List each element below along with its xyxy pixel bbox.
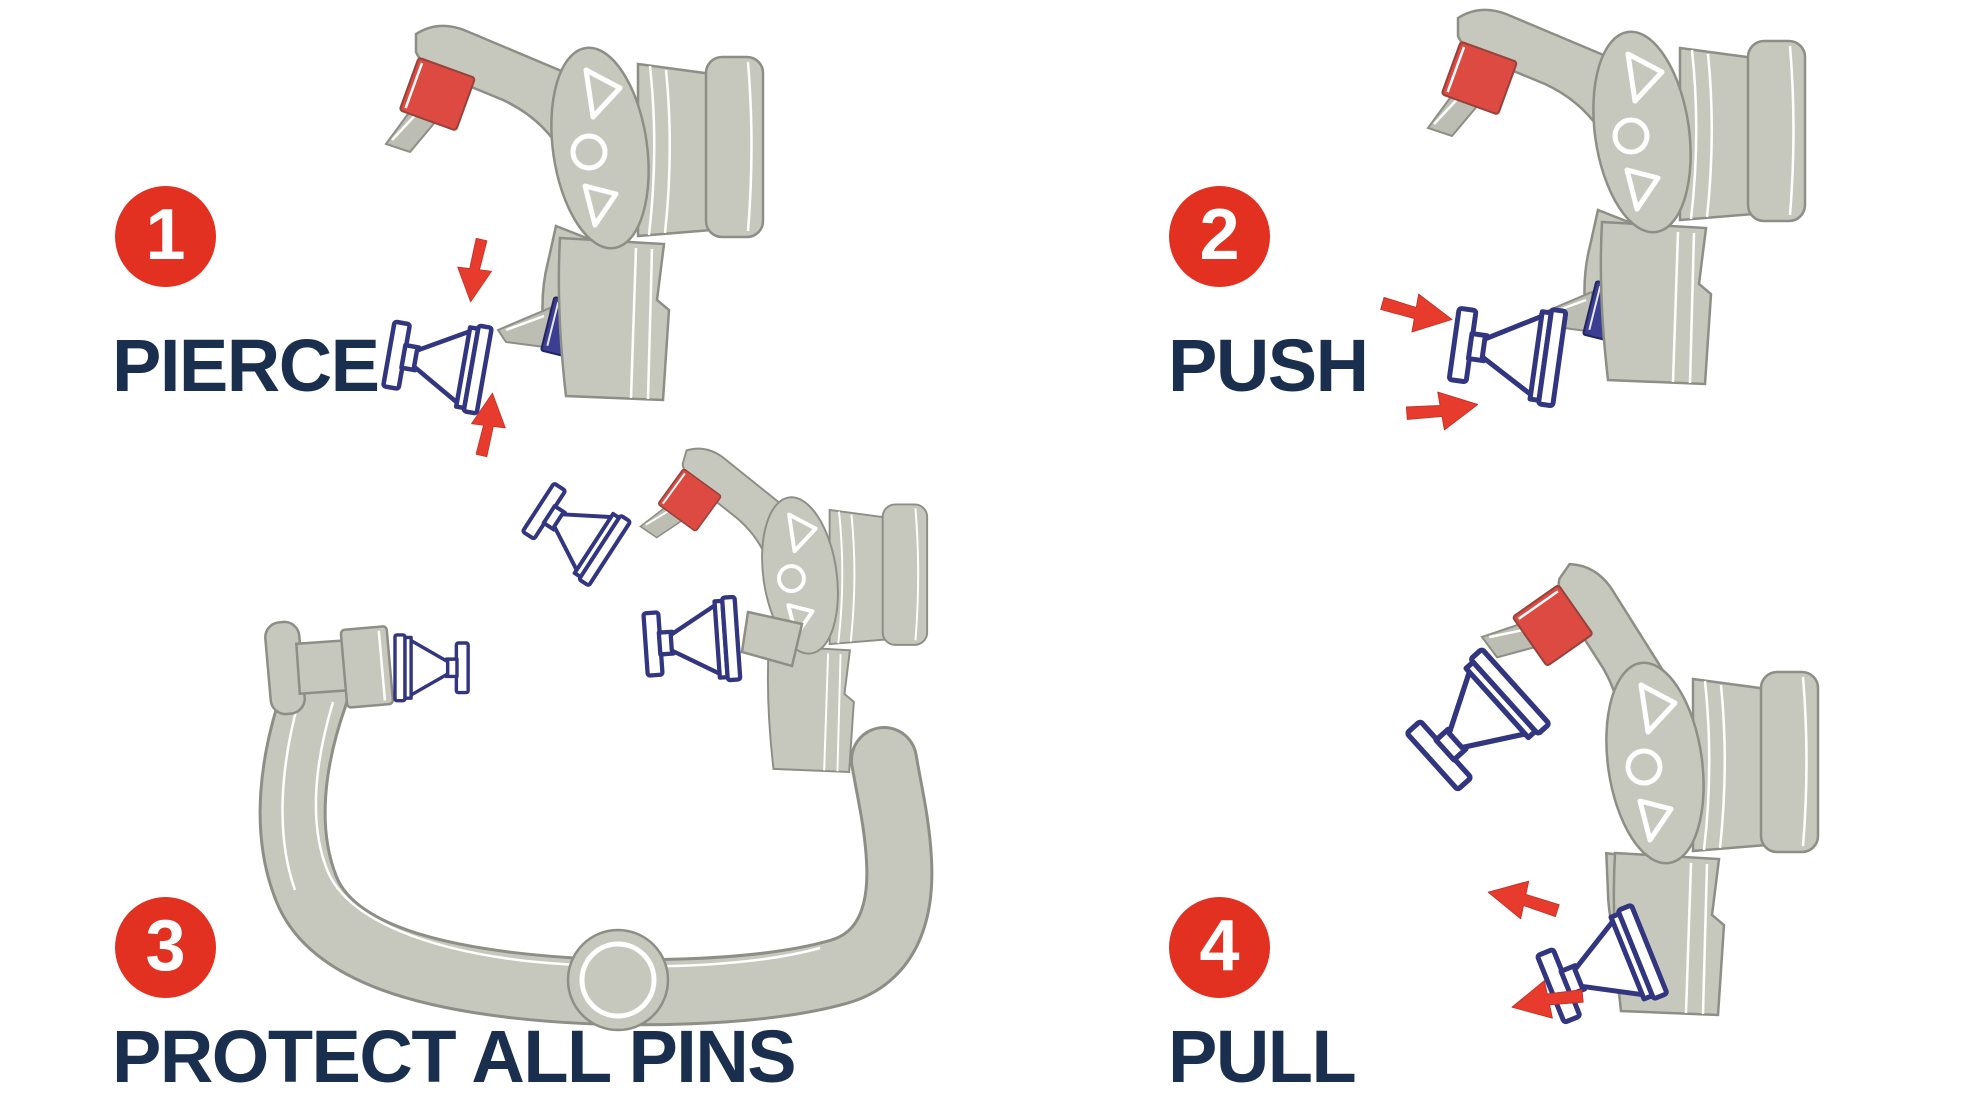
step-1-label: PIERCE: [112, 324, 380, 407]
right-arrow-icon: [1403, 385, 1482, 437]
step1-illustration: [381, 24, 763, 459]
left-knob: [264, 620, 395, 716]
step-1-number: 1: [145, 194, 186, 275]
pin-protector-icon: [643, 597, 741, 686]
down-arrow-icon: [453, 236, 496, 305]
step-2-badge: 2: [1169, 186, 1270, 287]
step-2-number: 2: [1199, 194, 1240, 275]
step-4-badge: 4: [1169, 897, 1270, 998]
right-arrow-icon: [1377, 287, 1456, 339]
pin-protector-icon: [515, 473, 633, 588]
step-1-badge: 1: [115, 186, 216, 287]
step-4-label: PULL: [1168, 1015, 1357, 1098]
step2-illustration: [1377, 8, 1805, 437]
step-3-number: 3: [145, 905, 186, 986]
step-4-number: 4: [1199, 905, 1240, 986]
step4-illustration: [1399, 538, 1818, 1033]
step-3-badge: 3: [115, 897, 216, 998]
step-3-label: PROTECT ALL PINS: [112, 1015, 797, 1098]
step3-illustration: [258, 436, 934, 1032]
left-arrow-icon: [1483, 872, 1564, 927]
step-2-label: PUSH: [1168, 324, 1369, 407]
pin-protector-icon: [393, 633, 470, 703]
pin-protector-icon: [1399, 649, 1550, 799]
pin-protector-icon: [381, 311, 491, 413]
stub-arm: [740, 610, 804, 668]
pin-protector-icon: [1448, 297, 1566, 406]
